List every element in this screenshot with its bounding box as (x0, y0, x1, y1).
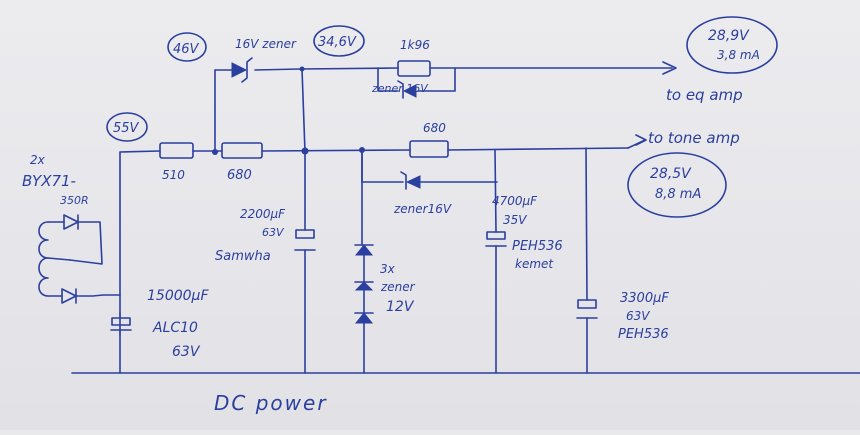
zener-16v-top (231, 57, 253, 83)
label-2x: 2x (30, 153, 46, 167)
label-3300-63v: 63V (626, 309, 650, 323)
label-to-eq-amp: to eq amp (666, 86, 743, 104)
junction-dots (212, 66, 365, 155)
resistor-510 (159, 142, 194, 159)
label-3x: 3x (380, 262, 396, 276)
voltage-46v: 46V (173, 42, 200, 57)
resistor-680-mid (409, 140, 449, 158)
label-zener-16v-lower: zener16V (393, 202, 452, 216)
label-samwha: Samwha (215, 249, 271, 264)
label-350r: 350R (60, 194, 89, 207)
voltage-55v: 55V (113, 121, 140, 136)
output-tone-current: 8,8 mA (655, 187, 701, 202)
output-eq-voltage: 28,9V (708, 28, 750, 44)
zener-stack-3x (354, 244, 374, 324)
label-680-left: 680 (227, 168, 252, 183)
capacitor-3300uf (576, 299, 598, 319)
page-title: DC power (214, 391, 328, 415)
label-16v-zener: 16V zener (235, 37, 297, 51)
label-2200uf: 2200μF (240, 207, 286, 221)
resistor-680-left (221, 142, 263, 159)
resistor-1k96 (397, 60, 431, 77)
arrow-to-tone (627, 134, 647, 149)
capacitor-4700uf (485, 231, 507, 247)
wires (47, 67, 860, 374)
label-15000-63v: 63V (172, 344, 201, 360)
label-byx71: BYX71- (22, 172, 76, 190)
output-tone-voltage: 28,5V (650, 166, 692, 182)
label-4700uf: 4700μF (492, 194, 538, 208)
label-alc10: ALC10 (152, 320, 198, 336)
voltage-circles (106, 16, 778, 218)
label-4700-35v: 35V (503, 213, 527, 227)
zener-16v-parallel (397, 80, 417, 99)
voltage-34v: 34,6V (318, 35, 357, 50)
label-1k96: 1k96 (400, 38, 430, 52)
label-4700-peh536: PEH536 (512, 239, 563, 254)
zener-16v-lower (400, 171, 421, 190)
transformer-secondary (38, 221, 71, 297)
capacitor-2200uf (294, 229, 316, 251)
label-zener-16v-parallel: zener 16V (371, 82, 429, 95)
labels: 46V 16V zener 34,6V 1k96 zener 16V 680 5… (22, 28, 760, 415)
label-kemet: kemet (515, 257, 554, 271)
label-2200-63v: 63V (262, 226, 285, 239)
rectifier-diodes (61, 214, 79, 304)
arrow-to-eq (662, 61, 677, 75)
label-680-mid: 680 (423, 121, 446, 135)
output-eq-current: 3,8 mA (717, 48, 760, 62)
label-3300uf: 3300μF (620, 291, 669, 306)
label-to-tone-amp: to tone amp (648, 129, 740, 147)
label-12v: 12V (386, 299, 415, 315)
label-510: 510 (162, 168, 185, 182)
label-3300-peh536: PEH536 (618, 327, 669, 342)
label-zener-stack: zener (380, 280, 416, 294)
label-15000uf: 15000μF (147, 288, 209, 304)
capacitor-15000uf (110, 311, 132, 337)
